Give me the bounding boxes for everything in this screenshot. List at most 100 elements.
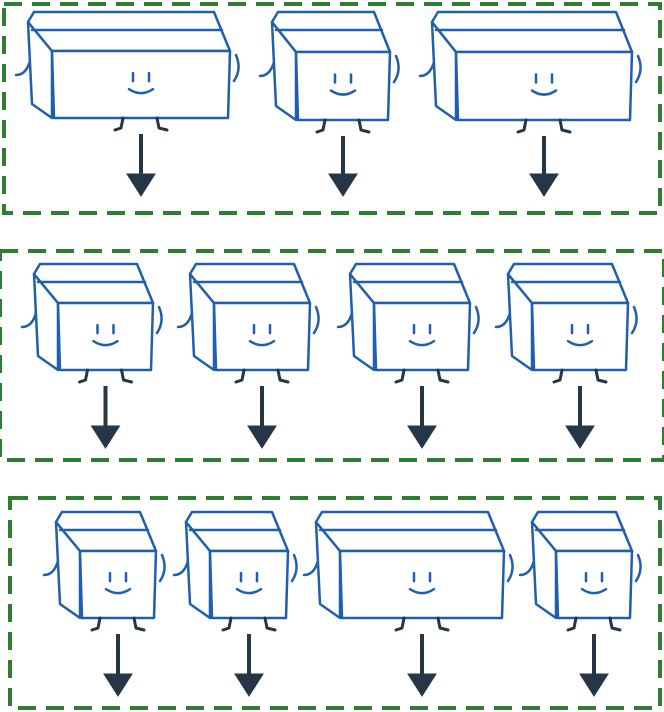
box-front-face bbox=[372, 301, 472, 372]
arrow-head bbox=[407, 425, 437, 449]
box-front-face bbox=[56, 301, 155, 372]
down-arrow bbox=[234, 634, 264, 697]
smiley-face bbox=[408, 571, 436, 595]
box-character-wide bbox=[418, 10, 642, 134]
left-arm bbox=[176, 311, 194, 329]
right-arm bbox=[158, 553, 166, 583]
box-front-face bbox=[530, 301, 630, 372]
box-front-face bbox=[50, 49, 232, 120]
down-arrow bbox=[407, 634, 437, 697]
right-leg bbox=[276, 368, 290, 384]
box-legs bbox=[221, 616, 277, 632]
right-arm bbox=[472, 305, 480, 335]
box-legs bbox=[113, 116, 169, 132]
box-legs bbox=[394, 616, 450, 632]
box-legs bbox=[90, 616, 146, 632]
right-leg bbox=[155, 116, 169, 132]
left-arm bbox=[518, 559, 536, 577]
box-legs bbox=[566, 616, 622, 632]
arrow-head bbox=[328, 173, 358, 197]
right-arm bbox=[634, 553, 642, 583]
box-front-face bbox=[212, 301, 312, 372]
box-top-face bbox=[184, 510, 290, 553]
box-legs bbox=[516, 118, 572, 134]
right-leg bbox=[558, 118, 572, 134]
right-leg bbox=[120, 368, 133, 384]
smile-mouth bbox=[235, 587, 263, 595]
box-front-face bbox=[454, 50, 634, 122]
box-top-face bbox=[270, 10, 392, 54]
box-front-face bbox=[208, 549, 290, 620]
right-leg bbox=[357, 118, 371, 134]
box-legs bbox=[552, 368, 608, 384]
box-character-wide bbox=[302, 510, 514, 632]
left-arm bbox=[336, 311, 354, 329]
down-arrows bbox=[90, 134, 609, 697]
box-top-face bbox=[430, 10, 634, 54]
group-border-row-3 bbox=[8, 496, 662, 710]
down-arrow bbox=[407, 386, 437, 449]
left-leg bbox=[394, 616, 406, 632]
box-legs bbox=[234, 368, 290, 384]
box-legs bbox=[315, 118, 371, 134]
smile-mouth bbox=[580, 587, 608, 595]
box-legs bbox=[394, 368, 450, 384]
left-arm bbox=[418, 60, 436, 78]
arrow-head bbox=[103, 673, 133, 697]
right-arm bbox=[312, 305, 320, 335]
down-arrow bbox=[247, 386, 277, 449]
right-leg bbox=[436, 616, 450, 632]
group-border-row-1 bbox=[2, 2, 662, 215]
box-top-face bbox=[26, 10, 232, 53]
arrow-head bbox=[407, 673, 437, 697]
arrow-head bbox=[565, 425, 595, 449]
left-leg bbox=[315, 118, 327, 134]
smile-mouth bbox=[248, 339, 276, 347]
smile-mouth bbox=[566, 339, 594, 347]
smile-mouth bbox=[408, 587, 436, 595]
right-leg bbox=[132, 616, 146, 632]
smiley-face bbox=[408, 323, 436, 347]
box-character-wide bbox=[14, 10, 240, 132]
box-character-narrow bbox=[176, 262, 320, 384]
left-arm bbox=[42, 559, 60, 577]
arrow-head bbox=[529, 173, 559, 197]
left-leg bbox=[78, 368, 89, 384]
left-leg bbox=[394, 368, 406, 384]
arrow-head bbox=[579, 673, 609, 697]
arrow-head bbox=[247, 425, 277, 449]
smiley-face bbox=[566, 323, 594, 347]
right-arm bbox=[630, 305, 638, 335]
arrow-head bbox=[126, 173, 156, 197]
left-leg bbox=[221, 616, 233, 632]
box-legs bbox=[78, 368, 133, 384]
box-top-face bbox=[188, 262, 312, 305]
smile-mouth bbox=[329, 89, 357, 96]
box-front-face bbox=[338, 549, 506, 620]
smiley-face bbox=[329, 73, 357, 96]
smile-mouth bbox=[530, 89, 558, 96]
box-top-face bbox=[314, 510, 506, 553]
box-character-narrow bbox=[20, 262, 163, 384]
box-character-narrow bbox=[172, 510, 298, 632]
down-arrow bbox=[565, 386, 595, 449]
smiley-face bbox=[580, 571, 608, 595]
box-character-narrow bbox=[42, 510, 166, 632]
smiley-face bbox=[104, 571, 132, 595]
box-front-face bbox=[554, 549, 634, 620]
smiley-face bbox=[92, 323, 119, 347]
right-arm bbox=[506, 553, 514, 583]
box-character-narrow bbox=[494, 262, 638, 384]
right-leg bbox=[608, 616, 622, 632]
right-arm bbox=[155, 305, 163, 335]
left-arm bbox=[172, 559, 190, 577]
box-top-face bbox=[32, 262, 155, 305]
smiley-face bbox=[235, 571, 263, 595]
right-arm bbox=[634, 54, 642, 84]
right-arm bbox=[290, 553, 298, 583]
right-leg bbox=[594, 368, 608, 384]
down-arrow bbox=[579, 634, 609, 697]
down-arrow bbox=[103, 634, 133, 697]
